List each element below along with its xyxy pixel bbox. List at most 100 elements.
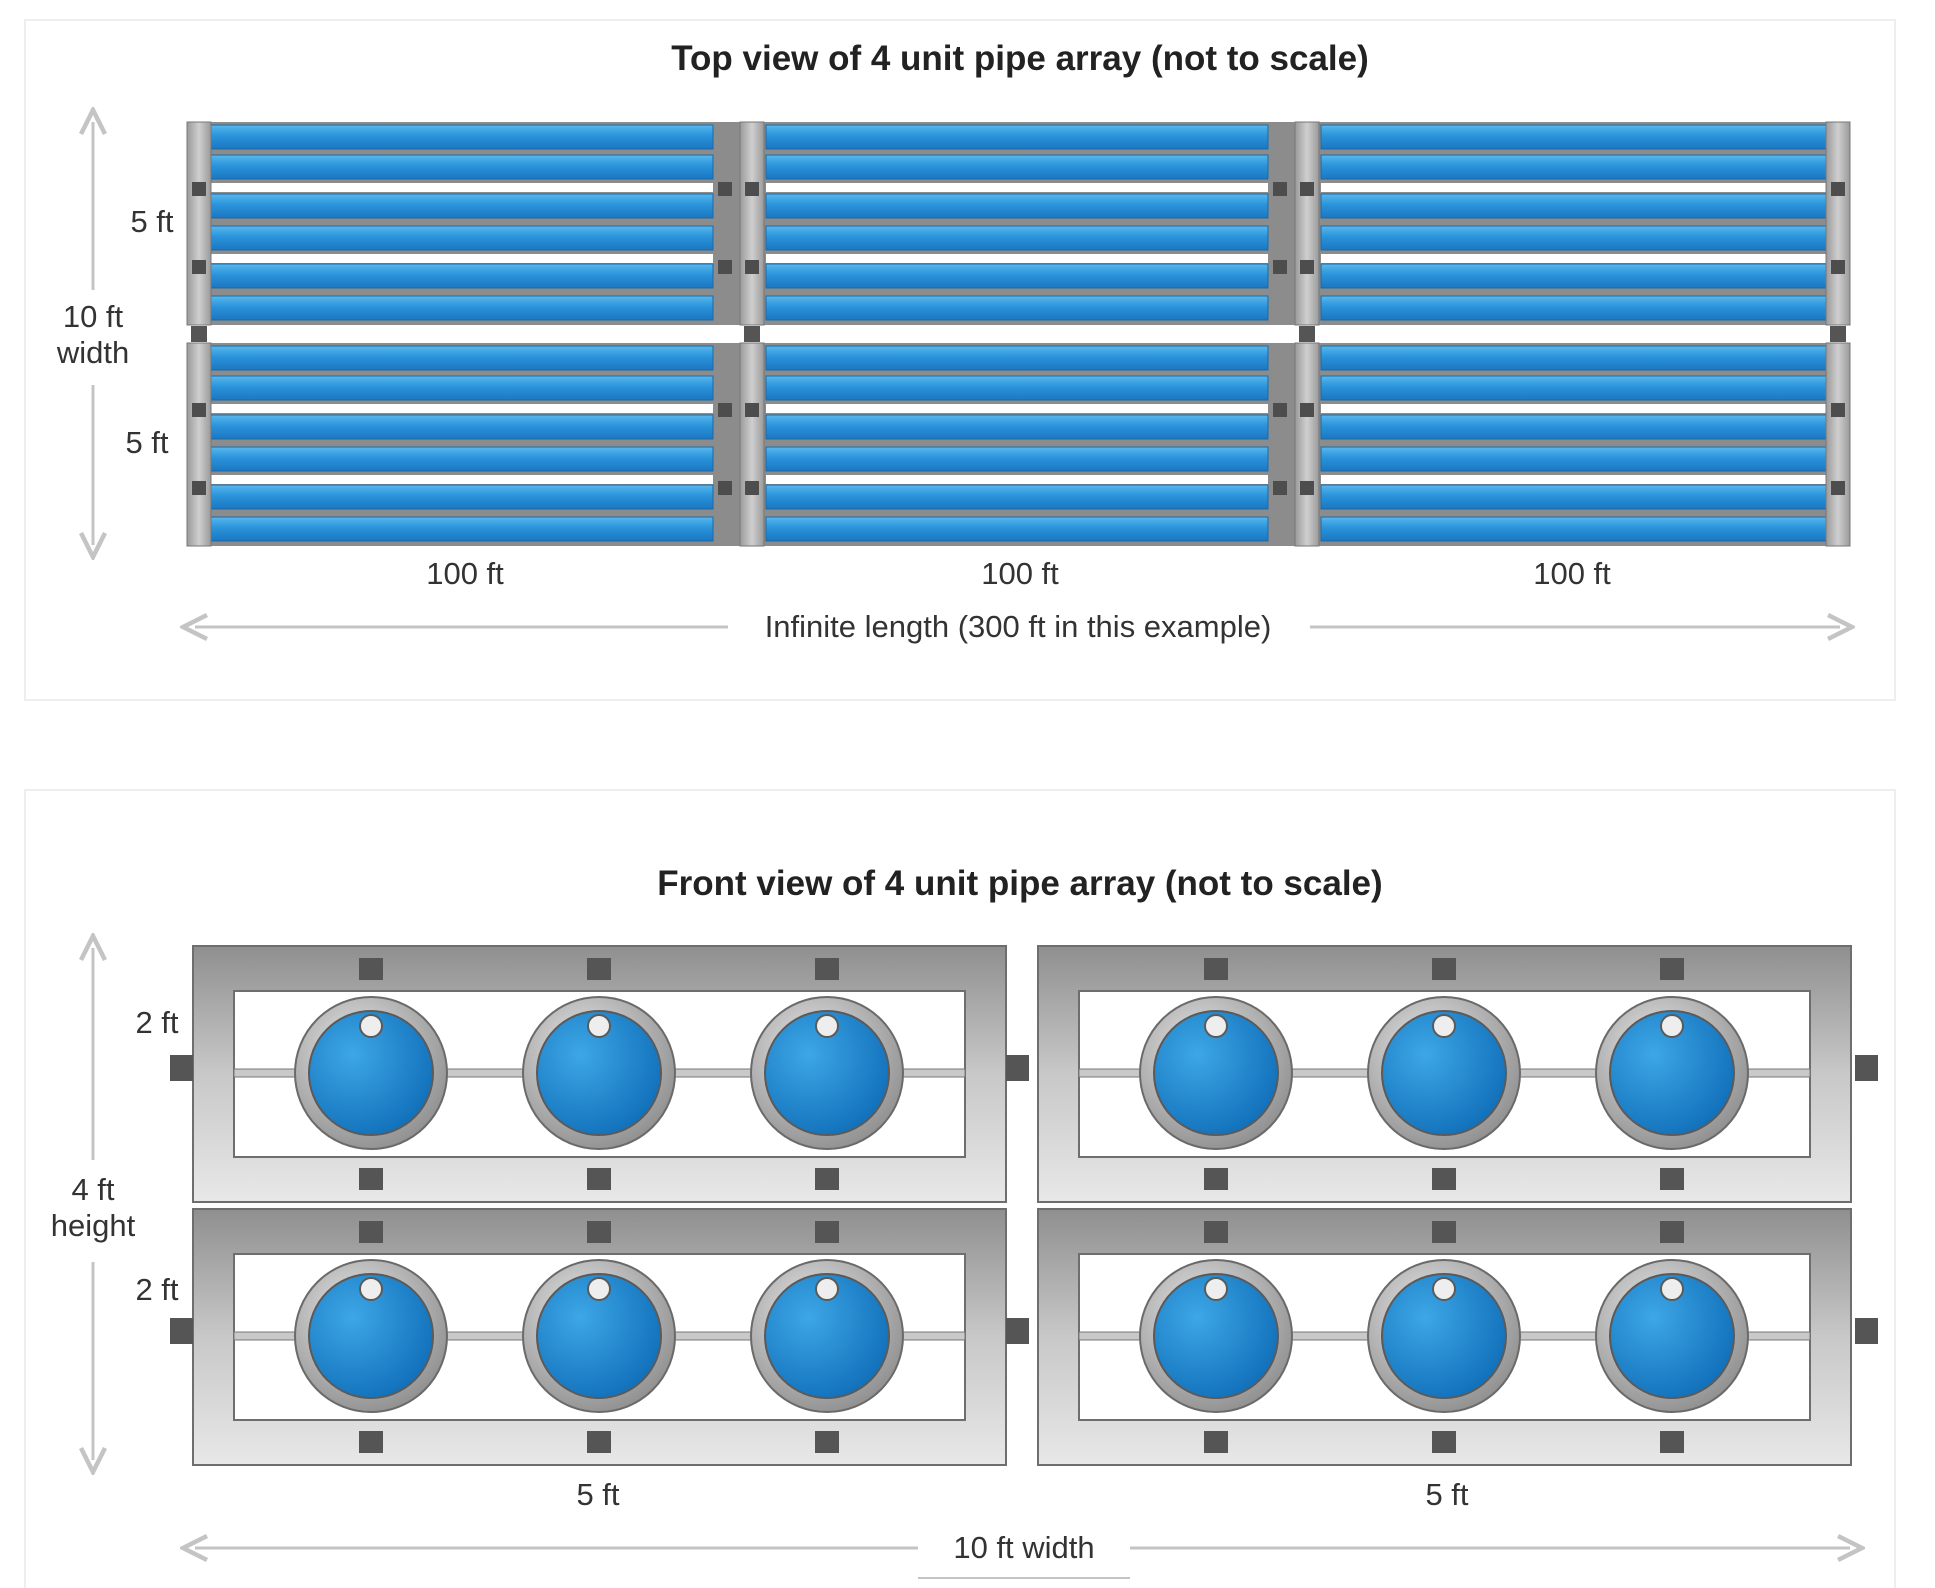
- top-bolt: [718, 403, 732, 417]
- front-pipe-face: [1381, 1273, 1507, 1399]
- top-bolt: [718, 260, 732, 274]
- front-side-connector: [1006, 1055, 1029, 1081]
- top-bolt: [192, 481, 206, 495]
- front-pipe-face: [1609, 1273, 1735, 1399]
- top-bolt: [718, 481, 732, 495]
- front-pipe-face: [1153, 1010, 1279, 1136]
- top-bolt: [192, 182, 206, 196]
- top-pipe: [1320, 124, 1827, 150]
- top-pipe-gap: [1321, 404, 1826, 413]
- top-pipe: [765, 154, 1269, 180]
- top-pipe: [210, 263, 714, 289]
- front-view-panel: Front view of 4 unit pipe array (not to …: [24, 789, 1896, 1588]
- top-pipe-gap: [1321, 254, 1826, 263]
- front-bolt: [587, 958, 611, 980]
- top-pipe-array: [186, 121, 1851, 547]
- top-segment-label-1: 100 ft: [426, 556, 504, 591]
- front-pipe-port: [359, 1014, 383, 1038]
- top-pipe: [1320, 375, 1827, 401]
- top-pipe: [210, 193, 714, 219]
- top-post: [1825, 342, 1851, 547]
- top-view-title: Top view of 4 unit pipe array (not to sc…: [671, 39, 1369, 78]
- front-pipe-face: [536, 1273, 662, 1399]
- front-pipe-port: [1660, 1277, 1684, 1301]
- top-pipe: [1320, 225, 1827, 251]
- front-side-connector: [170, 1055, 193, 1081]
- top-post: [186, 342, 212, 547]
- top-pipe: [765, 295, 1269, 321]
- top-bolt: [745, 403, 759, 417]
- front-height-label-line2: height: [51, 1208, 136, 1243]
- top-view-panel-border: [24, 19, 1896, 701]
- top-pipe: [1320, 516, 1827, 542]
- top-post: [1825, 121, 1851, 326]
- front-side-connector: [1855, 1055, 1878, 1081]
- top-segment-label-2: 100 ft: [981, 556, 1059, 591]
- front-bolt: [815, 1168, 839, 1190]
- top-row-label-2: 5 ft: [125, 425, 168, 460]
- top-pipe: [765, 345, 1269, 371]
- top-post: [186, 121, 212, 326]
- front-pipe-port: [815, 1014, 839, 1038]
- front-bolt: [815, 1221, 839, 1243]
- top-pipe: [210, 124, 714, 150]
- top-pipe: [765, 124, 1269, 150]
- front-pipe-port: [815, 1277, 839, 1301]
- front-side-connector: [1006, 1318, 1029, 1344]
- top-bolt: [745, 260, 759, 274]
- front-bolt: [1432, 1431, 1456, 1453]
- top-bolt: [1831, 182, 1845, 196]
- top-pipe: [210, 375, 714, 401]
- front-pipe-face: [764, 1273, 890, 1399]
- top-pipe-gap: [766, 254, 1268, 263]
- front-pipe-array: [170, 945, 1878, 1466]
- top-bolt: [718, 182, 732, 196]
- front-view-panel-border: [24, 789, 1896, 1588]
- top-pipe-gap: [211, 475, 713, 484]
- front-pipe-port: [1204, 1014, 1228, 1038]
- front-bolt: [1204, 1168, 1228, 1190]
- top-pipe: [765, 414, 1269, 440]
- front-bolt: [587, 1168, 611, 1190]
- top-frame-row-2: [187, 343, 1850, 546]
- top-bolt: [192, 260, 206, 274]
- top-post: [1294, 121, 1320, 326]
- front-pipe-port: [359, 1277, 383, 1301]
- top-pipe: [210, 345, 714, 371]
- front-pipe-face: [764, 1010, 890, 1136]
- top-pipe: [210, 446, 714, 472]
- top-pipe-gap: [766, 475, 1268, 484]
- top-bolt: [745, 481, 759, 495]
- top-pipe: [1320, 154, 1827, 180]
- top-bolt: [745, 182, 759, 196]
- front-pipe-port: [1660, 1014, 1684, 1038]
- front-bolt: [587, 1431, 611, 1453]
- top-bolt: [1300, 403, 1314, 417]
- front-bolt: [1432, 1168, 1456, 1190]
- front-side-connector: [170, 1318, 193, 1344]
- top-post: [739, 121, 765, 326]
- front-bolt: [815, 958, 839, 980]
- top-pipe-gap: [211, 404, 713, 413]
- top-view-panel: Top view of 4 unit pipe array (not to sc…: [24, 19, 1896, 701]
- top-pipe: [210, 484, 714, 510]
- top-pipe: [765, 446, 1269, 472]
- front-pipe-face: [1153, 1273, 1279, 1399]
- front-pipe-face: [536, 1010, 662, 1136]
- front-pipe-port: [1204, 1277, 1228, 1301]
- front-view-title: Front view of 4 unit pipe array (not to …: [657, 864, 1382, 903]
- front-bolt: [1204, 1221, 1228, 1243]
- top-pipe: [1320, 193, 1827, 219]
- top-post: [739, 342, 765, 547]
- front-unit-label-1: 5 ft: [576, 1477, 619, 1512]
- top-pipe: [1320, 345, 1827, 371]
- top-row-label-1: 5 ft: [130, 204, 173, 239]
- top-post: [1294, 342, 1320, 547]
- top-pipe-gap: [211, 254, 713, 263]
- front-bolt: [359, 1168, 383, 1190]
- top-gap-connector: [191, 326, 207, 342]
- top-pipe: [210, 414, 714, 440]
- front-bolt: [815, 1431, 839, 1453]
- front-pipe-port: [1432, 1277, 1456, 1301]
